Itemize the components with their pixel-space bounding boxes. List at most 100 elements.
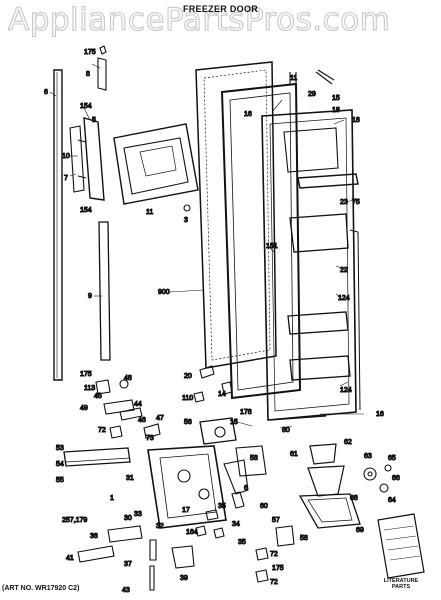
mounting-bracket [235,445,267,477]
callout: 72 [98,427,106,434]
callout: 20 [184,373,192,380]
small-hardware-top [183,69,335,212]
callout: 63 [364,453,372,460]
callout: 5 [92,117,96,124]
callout: 72 [270,579,278,586]
callout: 57 [272,517,280,524]
callout: 18 [352,117,360,124]
callout-labels: 6 175 8 154 5 10 7 154 11 3 9 900 11 29 … [43,48,400,594]
callout: 32 [156,523,164,530]
drip-tray [63,447,131,467]
callout: 65 [388,455,396,462]
inner-door-liner [261,109,359,421]
callout: 31 [126,475,134,482]
callout: 72 [270,551,278,558]
callout: 154 [80,207,92,214]
callout: 47 [156,415,164,422]
callout: 110 [182,395,193,402]
callout: 33 [134,511,142,518]
callout: 22 [340,267,348,274]
outer-door-panel [195,61,277,369]
callout: 39 [180,575,188,582]
callout: 41 [66,555,74,562]
callout: 151 [266,243,278,250]
lower-parts [149,545,195,591]
callout: 30 [124,515,132,522]
callout: 1 [110,495,114,502]
callout: 6 [44,89,48,96]
literature-booklet [377,513,425,579]
literature-label-line-1: LITERATURE [383,578,419,584]
callout: 124 [338,295,350,302]
callout: 60 [260,503,268,510]
callout: 43 [122,587,130,594]
callout: 36 [90,533,98,540]
callout: 64 [388,497,396,504]
callout: 54 [56,461,64,468]
callout: 49 [80,405,88,412]
callout: 175 [272,565,284,572]
callout: 154 [80,103,92,110]
art-number: (ART NO. WR17920 C2) [2,585,80,592]
callout: 16 [244,111,252,118]
callout: 14 [218,391,226,398]
callout: 48 [124,375,132,382]
callout: 11 [290,75,297,82]
callout: 900 [158,289,170,296]
callout: 58 [250,455,258,462]
callout: 23 [340,199,348,206]
callout: 175 [84,49,96,56]
callout: 175 [80,371,92,378]
switch-parts [95,379,161,439]
callout: 73 [146,435,154,442]
door-stop-rod [349,229,361,411]
callout: 45 [94,393,102,400]
bracket-hardware [255,525,295,583]
gasket-strip-left [53,69,63,381]
watermark: AppliancePartsPros.com [7,1,391,38]
callout: 55 [56,477,64,484]
callout: 44 [134,401,142,408]
callout: 8 [86,71,90,78]
callout: 18 [332,107,340,114]
callout: 53 [56,445,64,452]
callout: 6 [244,485,248,492]
callout: 62 [344,439,352,446]
callout: 15 [332,95,340,102]
callout: 29 [308,91,316,98]
actuator-parts [363,464,392,493]
callout: 16 [376,411,384,418]
callout: 37 [124,561,132,568]
trim-strip-upper [97,45,107,91]
lever-assembly [77,525,157,563]
actuator-lever [223,459,249,509]
callout: 124 [340,387,352,394]
callout: 61 [290,451,298,458]
ice-chute [298,493,361,529]
literature-label: LITERATURE PARTS [378,578,424,590]
callout: 35 [238,539,246,546]
callout: 10 [62,153,70,160]
callout: 11 [146,209,153,216]
callout: 56 [184,419,192,426]
dispenser-cover [113,123,199,205]
callout: 46 [138,417,146,424]
callout: 66 [392,475,400,482]
literature-label-line-2: PARTS [391,584,411,590]
ice-funnel [307,443,345,497]
callout: 35 [218,503,226,510]
callout: 9 [88,293,92,300]
callout: 69 [356,527,364,534]
callout: 257,179 [62,517,87,524]
leader-lines [49,63,364,429]
door-handle [69,117,105,201]
callout: 15 [230,419,238,426]
callout: 178 [240,409,252,416]
callout: 34 [232,521,240,528]
callout: 164 [186,529,198,536]
hinge-hardware [193,365,327,421]
callout: 75 [352,199,360,206]
callout: 113 [84,385,95,392]
